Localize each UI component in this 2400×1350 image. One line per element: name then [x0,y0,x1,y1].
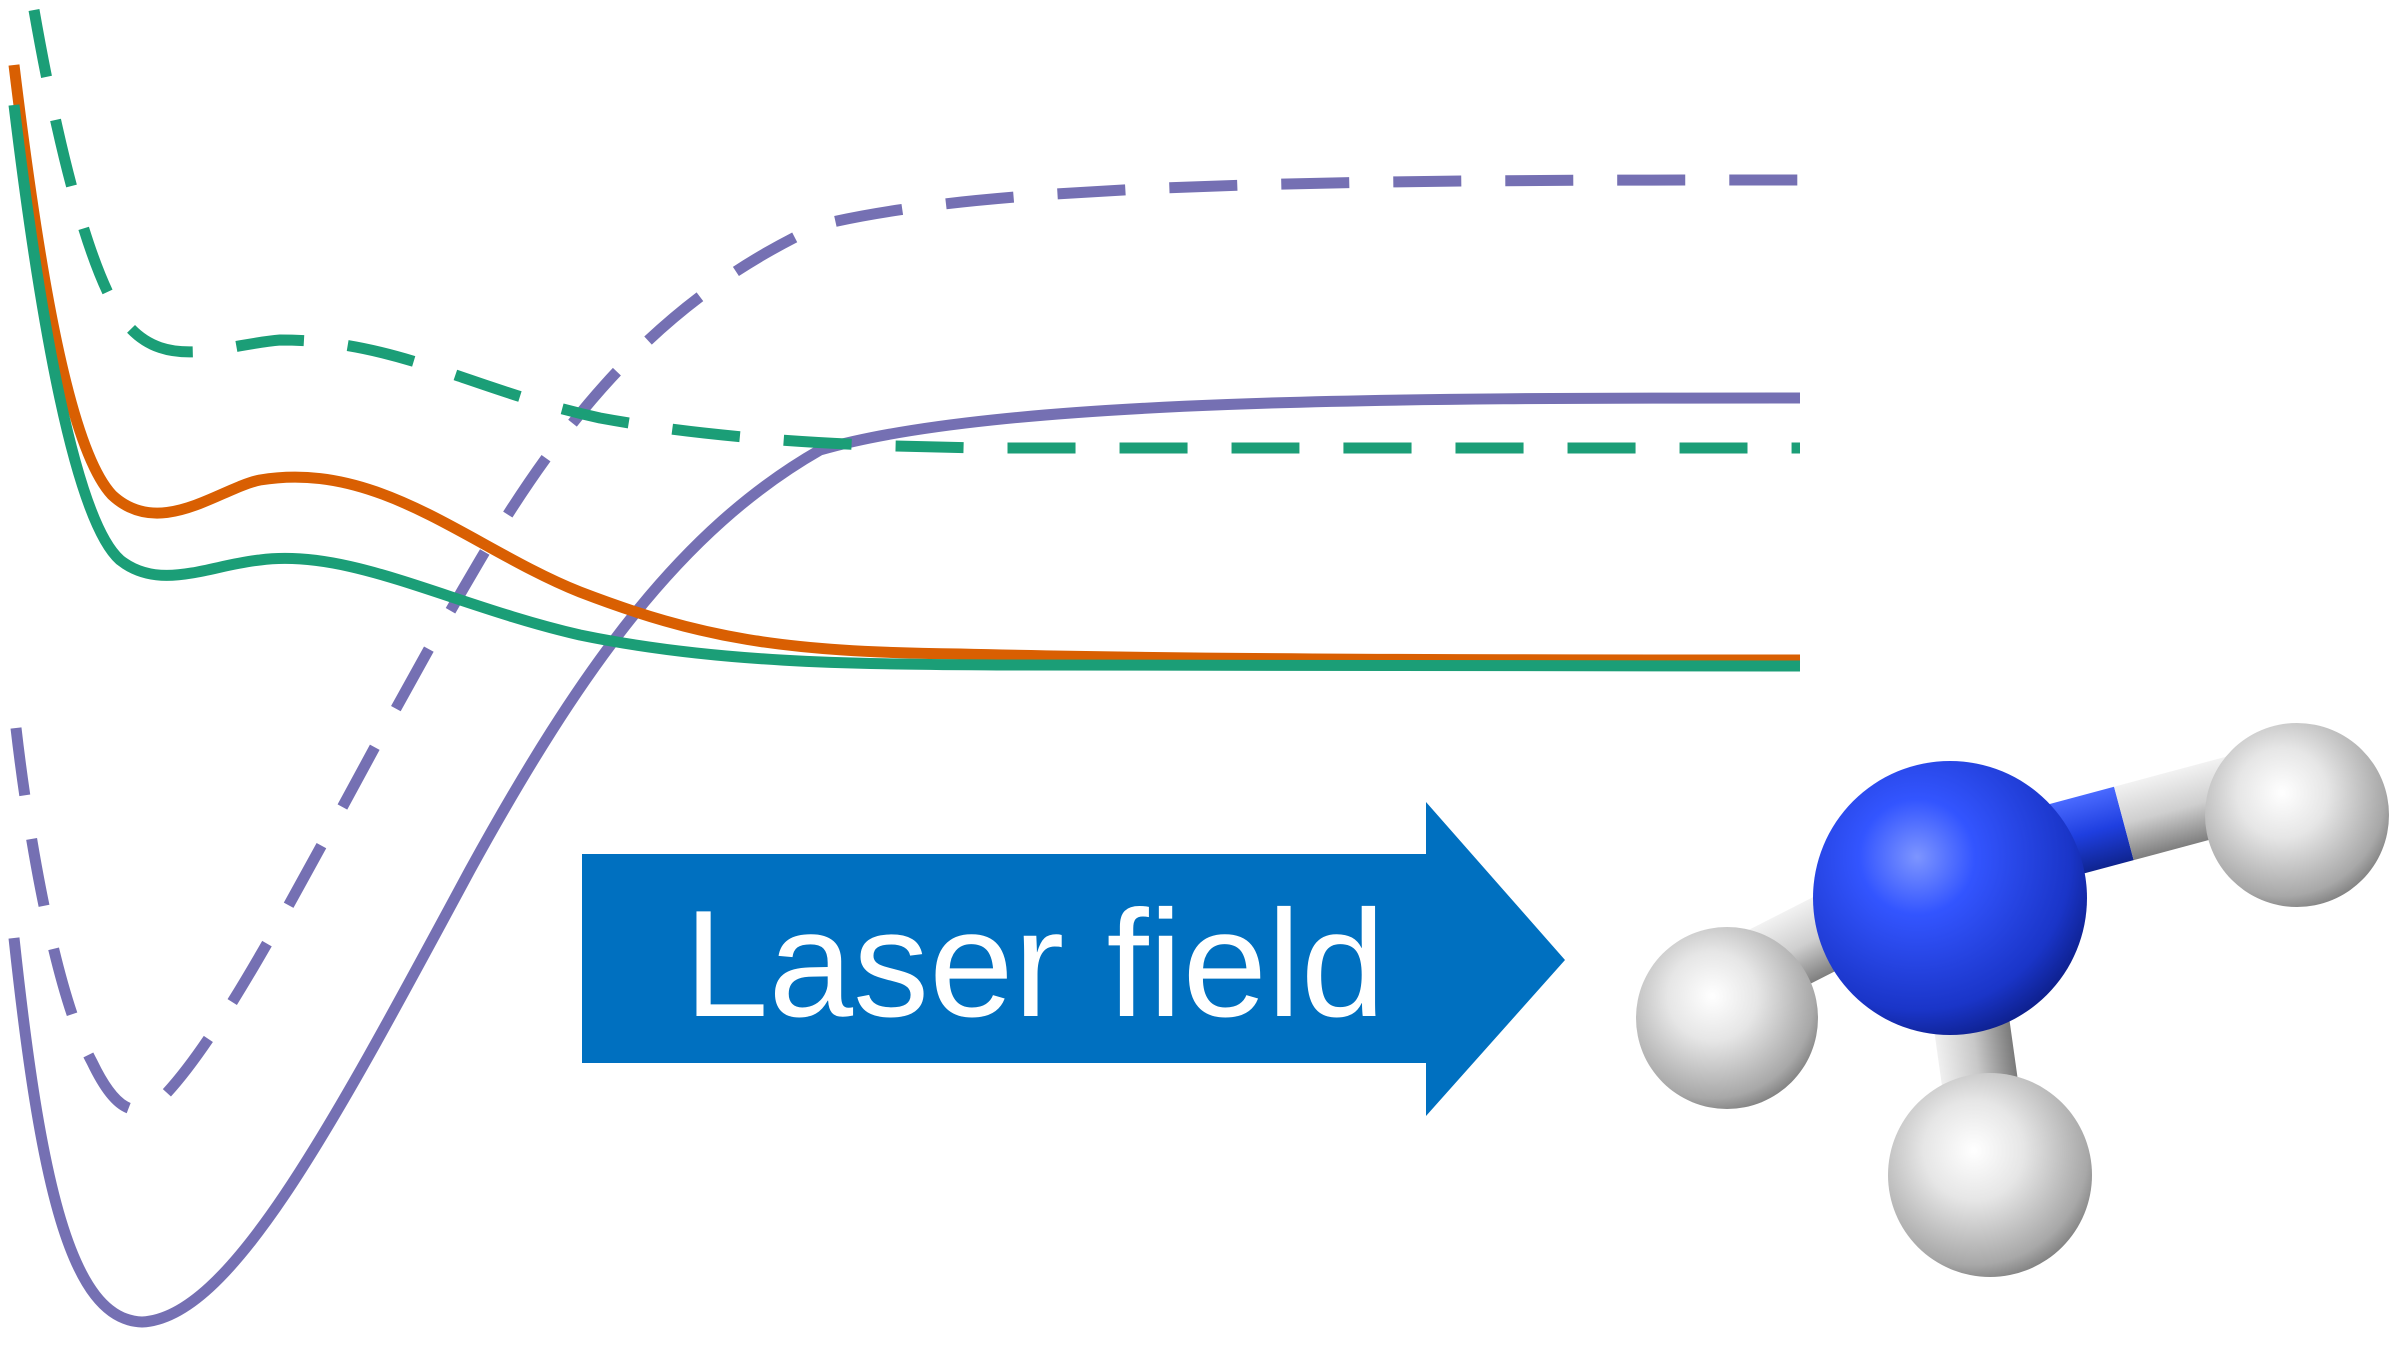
curve-purple-solid [8,392,1801,1328]
hydrogen-atom-right [2205,723,2389,907]
curve-purple-dashed [10,174,1801,1116]
hydrogen-atom-bottom [1888,1073,2092,1277]
laser-field-arrow: Laser field [582,802,1565,1116]
hydrogen-atom-left [1636,927,1818,1109]
curve-green-dashed [28,9,1800,454]
curve-orange-solid [8,64,1801,666]
arrow-shape [582,802,1565,1116]
curve-green-solid [8,104,1801,672]
ammonia-molecule [1636,723,2389,1277]
nitrogen-atom [1813,761,2087,1035]
potential-curves [8,9,1801,1328]
arrow-label: Laser field [684,879,1385,1049]
